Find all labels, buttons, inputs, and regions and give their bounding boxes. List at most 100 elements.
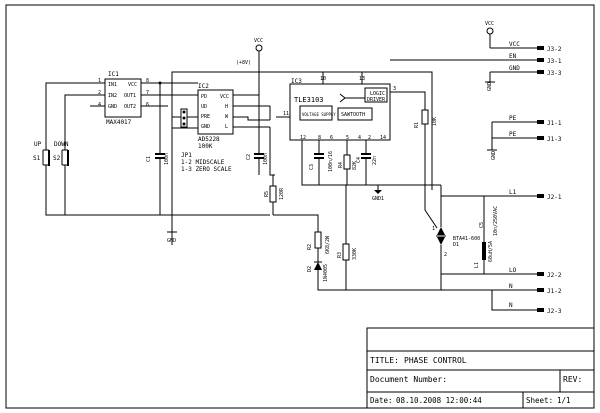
r4-value: 82K	[352, 161, 358, 170]
ic1-pin-gnd: GND	[108, 104, 117, 110]
ic1-part: MAX4017	[106, 119, 132, 126]
switch-s2-ref: S2	[53, 155, 61, 162]
gnd-symbol-right: GND	[485, 81, 495, 91]
r3-value: 330K	[352, 248, 358, 260]
pin-number: 2	[368, 135, 371, 141]
j3-1-label: J3-1	[547, 58, 562, 65]
title-block: TITLE: PHASE CONTROL Document Number: RE…	[366, 327, 595, 409]
connector-j2-2: J2-2	[537, 272, 562, 279]
pin-number: 12	[300, 135, 306, 141]
ic2-pin-gnd: GND	[201, 124, 210, 130]
connector-j1-3: J1-3	[537, 136, 562, 143]
resistor-r1: R1 10K	[390, 91, 438, 128]
connector-j3-2: J3-2	[537, 46, 562, 53]
ic3-block-logic: LOGIC	[370, 91, 385, 97]
ic3-block-voltage-supply: VOLTAGE SUPPLY	[302, 112, 336, 117]
pe-gnd-label: GND	[491, 151, 497, 160]
ic2-pin-vcc: VCC	[220, 94, 229, 100]
switch-s2-label: DOWN	[54, 141, 69, 148]
triac-d1: BTA41-600 D1 1 2	[432, 226, 480, 258]
r1-value: 10K	[432, 117, 438, 126]
c5-ref: C5	[479, 222, 485, 228]
ic2-pin-l: L	[225, 124, 228, 130]
gnd-symbol-left: GND	[167, 231, 177, 245]
capacitor-c4: C4 22n	[356, 140, 378, 185]
pin-number: 3	[393, 86, 396, 92]
connector-j3-1: J3-1	[537, 58, 562, 65]
c2-ref: C2	[246, 154, 252, 160]
ic2-ref: IC2	[198, 83, 209, 90]
inductor-l1: L1 60uH/5A	[474, 241, 494, 268]
pin-number: 2	[98, 90, 101, 96]
net-gnd-label: GND	[509, 65, 520, 72]
pin-number: 6	[146, 102, 149, 108]
j3-2-label: J3-2	[547, 46, 562, 53]
resistor-r3: R3 330K	[337, 185, 358, 290]
sheet-label: Sheet:	[526, 396, 553, 405]
d2-ref: D2	[307, 266, 313, 272]
pin-number: 6	[330, 135, 333, 141]
pin-number: 11	[283, 111, 289, 117]
j2-2-label: J2-2	[547, 272, 562, 279]
net-l1-label: L1	[509, 189, 517, 196]
sheet-frame	[5, 4, 595, 409]
j2-1-label: J2-1	[547, 194, 562, 201]
jumper-jp1: JP1 1-2 MIDSCALE 1-3 ZERO SCALE	[180, 108, 232, 173]
ic1-pin-out2: OUT2	[124, 104, 136, 110]
date-label: Date:	[370, 396, 393, 405]
c3-value: 100n/16	[328, 151, 334, 172]
c1-value: 100n	[164, 153, 170, 165]
r5-ref: R5	[264, 191, 270, 197]
ic3-block-sawtooth: SAWTOOTH	[341, 112, 365, 118]
j2-3-label: J2-3	[547, 308, 562, 315]
ic2-value: 100K	[198, 143, 213, 150]
net-vcc-label: VCC	[509, 41, 520, 48]
ic2-pin-h: H	[225, 104, 228, 110]
ic2-part: AD5228	[198, 136, 220, 143]
switch-s1: UP S1	[33, 141, 50, 166]
pin-number: 7	[146, 90, 149, 96]
pin-number: 2	[444, 252, 447, 258]
connector-j2-1: J2-1	[537, 194, 562, 201]
pe-gnd-symbol: GND	[487, 149, 497, 160]
d2-value: 1N4005	[323, 264, 329, 282]
r2-value: 6K8/2W	[325, 235, 331, 254]
connector-j1-2: J1-2	[537, 288, 562, 295]
pin-number: 4	[98, 102, 101, 108]
gnd-right-label: GND	[487, 82, 493, 91]
resistor-r5: R5 120R	[264, 127, 285, 215]
d1-value: BTA41-600	[453, 236, 480, 242]
r5-value: 120R	[279, 187, 285, 200]
ic1-pin-in1: IN1	[108, 82, 117, 88]
ic1-pin-vcc: VCC	[128, 82, 137, 88]
gnd-left-label: GND	[167, 238, 176, 244]
switch-s2: DOWN S2	[53, 141, 69, 166]
jp1-midscale-note: 1-2 MIDSCALE	[181, 159, 225, 166]
net-pe-label-1: PE	[509, 115, 517, 122]
resistor-r2: R2 6K8/2W	[307, 231, 331, 254]
pin-number: 8	[146, 78, 149, 84]
net-n-label-1: N	[509, 283, 513, 290]
l1-value: 60uH/5A	[488, 241, 494, 262]
ic2: IC2 PD UD PRE GND VCC H W L AD5228 100K	[197, 83, 234, 150]
vcc-top-label: VCC	[254, 38, 263, 44]
c5-value: 10n/250VAC	[493, 206, 499, 236]
ic1-pin-in2: IN2	[108, 93, 117, 99]
l1-ref: L1	[474, 262, 480, 268]
net-n-label-2: N	[509, 302, 513, 309]
vcc-right-label: VCC	[485, 21, 494, 27]
pin-number: 1	[432, 226, 435, 232]
switch-s1-label: UP	[34, 141, 42, 148]
title-value: PHASE CONTROL	[404, 356, 467, 365]
net-en-label: EN	[509, 53, 517, 60]
vcc-symbol-right: VCC	[485, 21, 494, 48]
sheet-value: 1/1	[557, 396, 571, 405]
r1-ref: R1	[414, 122, 420, 128]
ic3: IC3 TLE3103 VOLTAGE SUPPLY SAWTOOTH LOGI…	[283, 76, 396, 141]
c3-ref: C3	[309, 164, 315, 170]
capacitor-c1: C1 100n	[146, 83, 170, 215]
ic1-ref: IC1	[108, 71, 119, 78]
pin-number: 14	[380, 135, 386, 141]
pin-number: 5	[346, 135, 349, 141]
c4-value: 22n	[372, 156, 378, 165]
